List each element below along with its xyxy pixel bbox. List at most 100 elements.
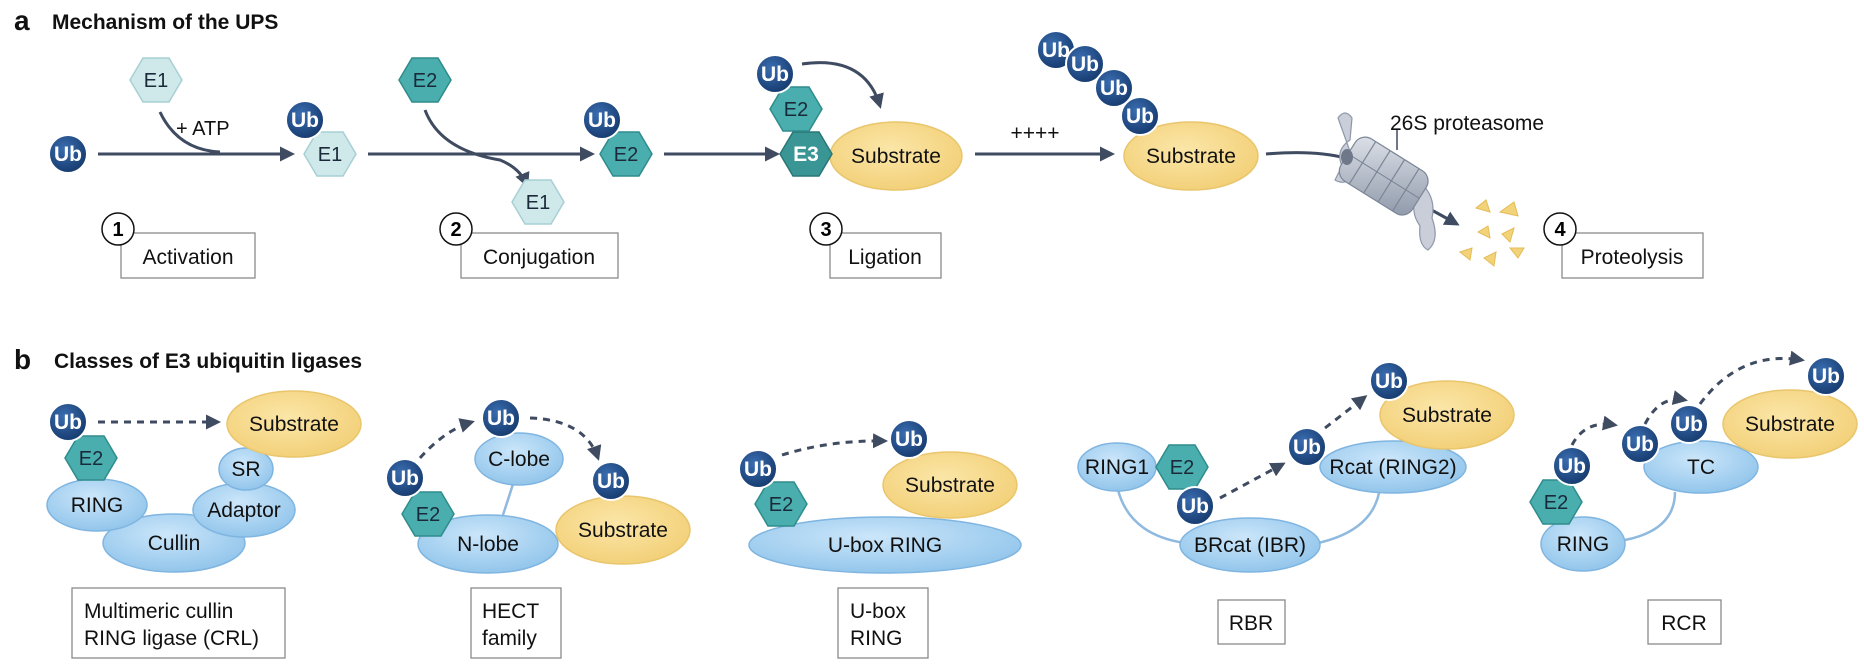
svg-text:RING ligase (CRL): RING ligase (CRL) — [84, 627, 259, 650]
svg-text:E2: E2 — [79, 448, 103, 470]
svg-text:1: 1 — [112, 219, 123, 241]
svg-text:E2: E2 — [784, 99, 808, 121]
svg-text:Ub: Ub — [1126, 105, 1154, 128]
svg-text:Ub: Ub — [391, 467, 419, 490]
step-2-marker: 2 Conjugation — [439, 212, 619, 279]
step-1-label: Activation — [142, 246, 233, 269]
panel-a-title: Mechanism of the UPS — [52, 11, 278, 34]
svg-text:E2: E2 — [416, 504, 440, 526]
svg-text:Ub: Ub — [895, 428, 923, 451]
arrow-e1-release — [423, 109, 530, 188]
svg-text:Ub: Ub — [487, 407, 515, 430]
svg-text:Ub: Ub — [54, 143, 82, 166]
proteasome-26s — [1334, 112, 1436, 251]
ubox-diagram: U-box RING Substrate E2 Ub Ub — [738, 419, 1022, 574]
svg-text:E1: E1 — [144, 70, 168, 92]
crl-caption: Multimeric cullin RING ligase (CRL) — [71, 587, 286, 659]
svg-text:Ub: Ub — [1812, 365, 1840, 388]
svg-text:Ub: Ub — [291, 109, 319, 132]
e1-released: E1 — [511, 179, 565, 225]
rcr-diagram: RING TC Substrate E2 Ub Ub Ub Ub — [1529, 350, 1858, 572]
svg-text:Substrate: Substrate — [578, 519, 668, 542]
svg-text:RING: RING — [71, 494, 124, 517]
svg-text:E2: E2 — [1544, 492, 1568, 514]
svg-text:Multimeric cullin: Multimeric cullin — [84, 600, 233, 623]
svg-text:family: family — [482, 627, 537, 650]
hect-diagram: N-lobe C-lobe Substrate E2 Ub Ub Ub — [385, 398, 691, 574]
panel-a-letter: a — [14, 5, 30, 36]
step-2-label: Conjugation — [483, 246, 595, 269]
svg-text:TC: TC — [1687, 456, 1715, 479]
svg-text:Ub: Ub — [1100, 77, 1128, 100]
proteasome-label: 26S proteasome — [1390, 112, 1544, 135]
rbr-caption: RBR — [1217, 599, 1286, 645]
svg-text:Substrate: Substrate — [905, 474, 995, 497]
e1-hex: E1 — [129, 57, 183, 103]
peptide-fragments — [1458, 199, 1525, 267]
substrate-label: Substrate — [851, 145, 941, 168]
svg-text:4: 4 — [1554, 219, 1566, 241]
polyub-plus: ++++ — [1010, 122, 1059, 145]
atp-label: + ATP — [176, 118, 230, 140]
svg-text:RING: RING — [850, 627, 903, 650]
svg-text:RING1: RING1 — [1085, 456, 1149, 479]
e2-hex: E2 — [398, 57, 452, 103]
svg-text:E1: E1 — [526, 192, 550, 214]
svg-text:2: 2 — [450, 219, 461, 241]
svg-text:Ub: Ub — [588, 109, 616, 132]
svg-text:E2: E2 — [614, 144, 638, 166]
svg-text:SR: SR — [231, 458, 260, 481]
svg-text:Ub: Ub — [1042, 39, 1070, 62]
svg-text:RBR: RBR — [1229, 612, 1273, 635]
svg-text:E3: E3 — [793, 143, 819, 166]
svg-text:E2: E2 — [413, 70, 437, 92]
svg-text:BRcat (IBR): BRcat (IBR) — [1194, 534, 1306, 557]
panel-b-title: Classes of E3 ubiquitin ligases — [54, 350, 362, 373]
rcr-caption: RCR — [1647, 599, 1722, 645]
svg-text:Adaptor: Adaptor — [207, 499, 281, 522]
svg-text:Ub: Ub — [1675, 413, 1703, 436]
svg-text:Rcat (RING2): Rcat (RING2) — [1329, 456, 1456, 479]
ligation-complex: Substrate E3 E2 Ub — [755, 54, 963, 191]
svg-text:N-lobe: N-lobe — [457, 533, 519, 556]
crl-diagram: Cullin RING Adaptor SR Substrate E2 Ub — [46, 390, 362, 573]
panel-b-letter: b — [14, 344, 31, 375]
svg-text:Ub: Ub — [597, 470, 625, 493]
svg-text:Ub: Ub — [1558, 455, 1586, 478]
svg-text:Ub: Ub — [1181, 495, 1209, 518]
svg-text:Ub: Ub — [761, 63, 789, 86]
svg-text:HECT: HECT — [482, 600, 539, 623]
step-1-marker: 1 Activation — [101, 212, 256, 279]
svg-text:U-box RING: U-box RING — [828, 534, 942, 557]
hect-caption: HECT family — [470, 587, 562, 659]
svg-text:RCR: RCR — [1661, 612, 1707, 635]
svg-text:Ub: Ub — [54, 411, 82, 434]
e1-ub-complex: E1 Ub — [285, 100, 357, 177]
svg-text:Ub: Ub — [1071, 53, 1099, 76]
svg-text:Ub: Ub — [1375, 370, 1403, 393]
svg-text:E1: E1 — [318, 144, 342, 166]
ubox-caption: U-box RING — [837, 587, 929, 659]
svg-text:Substrate: Substrate — [1745, 413, 1835, 436]
step-4-marker: 4 Proteolysis — [1543, 212, 1704, 279]
svg-text:Ub: Ub — [1626, 433, 1654, 456]
svg-text:3: 3 — [820, 219, 831, 241]
svg-text:C-lobe: C-lobe — [488, 448, 550, 471]
svg-text:Ub: Ub — [744, 458, 772, 481]
svg-text:E2: E2 — [769, 494, 793, 516]
polyub-substrate: Substrate Ub Ub Ub Ub — [1036, 30, 1259, 191]
step-3-marker: 3 Ligation — [809, 212, 942, 279]
svg-text:RING: RING — [1557, 533, 1610, 556]
step-3-label: Ligation — [848, 246, 922, 269]
svg-text:Substrate: Substrate — [249, 413, 339, 436]
svg-text:Ub: Ub — [1293, 436, 1321, 459]
rbr-diagram: BRcat (IBR) RING1 Rcat (RING2) Substrate… — [1077, 361, 1515, 573]
arrow-ub-transfer — [801, 61, 884, 109]
arrow-to-proteasome — [1265, 151, 1346, 160]
svg-text:E2: E2 — [1170, 457, 1194, 479]
step-4-label: Proteolysis — [1581, 246, 1684, 269]
svg-text:Cullin: Cullin — [148, 532, 201, 555]
svg-text:U-box: U-box — [850, 600, 907, 623]
arrow-atp — [158, 111, 221, 154]
